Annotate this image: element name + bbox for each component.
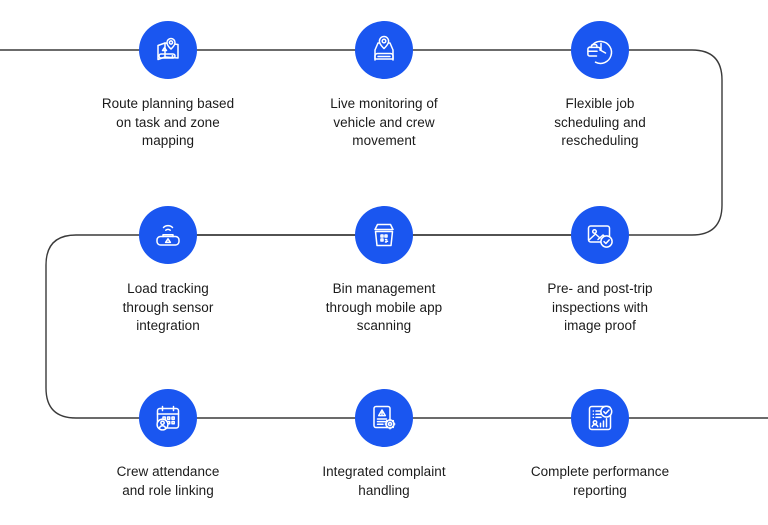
process-step-label: Pre- and post-trip inspections with imag… — [547, 281, 653, 333]
connector-row2-to-row3 — [45, 234, 768, 419]
clock-briefcase-icon — [584, 34, 616, 66]
flexible-scheduling-badge[interactable] — [571, 21, 629, 79]
process-step-performance-reporting[interactable]: Complete performance reporting — [492, 389, 708, 500]
process-step-flexible-scheduling[interactable]: Flexible job scheduling and rescheduling — [492, 21, 708, 151]
process-step-label: Flexible job scheduling and rescheduling — [554, 96, 646, 148]
process-step-label: Crew attendance and role linking — [116, 464, 220, 498]
performance-reporting-badge[interactable] — [571, 389, 629, 447]
process-step-label: Load tracking through sensor integration — [122, 281, 214, 333]
live-monitoring-badge[interactable] — [355, 21, 413, 79]
crew-attendance-badge[interactable] — [139, 389, 197, 447]
complaint-handling-badge[interactable] — [355, 389, 413, 447]
map-location-pin-icon — [152, 34, 184, 66]
process-step-trip-inspections[interactable]: Pre- and post-trip inspections with imag… — [492, 206, 708, 336]
bin-qr-scan-icon — [368, 219, 400, 251]
process-step-label: Route planning based on task and zone ma… — [101, 96, 235, 148]
route-planning-badge[interactable] — [139, 21, 197, 79]
calendar-person-icon — [152, 402, 184, 434]
load-tracking-badge[interactable] — [139, 206, 197, 264]
process-step-label: Complete performance reporting — [530, 464, 670, 498]
process-step-load-tracking[interactable]: Load tracking through sensor integration — [60, 206, 276, 336]
process-step-complaint-handling[interactable]: Integrated complaint handling — [276, 389, 492, 500]
process-step-live-monitoring[interactable]: Live monitoring of vehicle and crew move… — [276, 21, 492, 151]
process-step-bin-management[interactable]: Bin management through mobile app scanni… — [276, 206, 492, 336]
process-step-route-planning[interactable]: Route planning based on task and zone ma… — [60, 21, 276, 151]
image-check-icon — [584, 219, 616, 251]
process-step-crew-attendance[interactable]: Crew attendance and role linking — [60, 389, 276, 500]
process-step-label: Integrated complaint handling — [322, 464, 446, 498]
process-step-label: Live monitoring of vehicle and crew move… — [330, 96, 438, 148]
vehicle-tracking-pin-icon — [368, 34, 400, 66]
trip-inspections-badge[interactable] — [571, 206, 629, 264]
connector-row1-to-row2 — [0, 49, 723, 236]
sensor-signal-truck-icon — [152, 219, 184, 251]
document-alert-gear-icon — [368, 402, 400, 434]
report-chart-check-icon — [584, 402, 616, 434]
bin-management-badge[interactable] — [355, 206, 413, 264]
process-step-label: Bin management through mobile app scanni… — [325, 281, 443, 333]
